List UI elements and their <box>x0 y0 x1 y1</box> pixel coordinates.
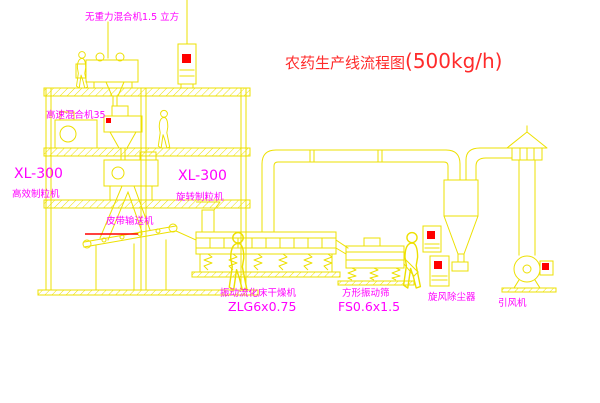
label-dryer-model: ZLG6x0.75 <box>228 299 296 314</box>
label-granulator-left-name: 高效制粒机 <box>12 188 60 200</box>
label-granulator-center-name: 旋转制粒机 <box>176 191 224 203</box>
label-gravityless-mixer: 无重力混合机1.5 立方 <box>85 11 179 23</box>
granulator <box>99 151 159 241</box>
control-cabinet-top <box>177 0 197 89</box>
label-granulator-center-model: XL-300 <box>178 168 227 184</box>
induced-draft-fan <box>501 255 557 293</box>
label-high-speed-mixer: 高速混合机35 <box>46 109 106 121</box>
fluid-bed-dryer <box>191 201 349 278</box>
auxiliary-machine <box>54 111 98 149</box>
exhaust-stack <box>506 125 548 256</box>
worker-figure-second-floor <box>157 109 171 149</box>
belt-conveyor <box>82 223 197 291</box>
control-cabinet-lower <box>429 255 450 287</box>
cyclone-dust-collector <box>443 147 512 272</box>
label-granulator-left-model: XL-300 <box>14 166 63 182</box>
label-fan: 引风机 <box>498 297 527 309</box>
label-dryer-name: 振动流化床干燥机 <box>220 287 297 299</box>
label-screen-name: 方形振动筛 <box>342 287 390 299</box>
label-screen-model: FS0.6x1.5 <box>338 299 400 314</box>
label-cyclone: 旋风除尘器 <box>428 291 476 303</box>
diagram-title: 农药生产线流程图(500kg/h) <box>285 49 503 73</box>
control-cabinet-upper <box>422 225 442 253</box>
worker-figure-ground-right <box>402 231 422 289</box>
label-belt-conveyor: 皮带输送机 <box>106 215 154 227</box>
exhaust-duct <box>261 149 461 232</box>
vibrating-screen <box>337 237 419 286</box>
high-speed-mixer <box>103 105 143 161</box>
gravityless-mixer <box>75 21 139 107</box>
